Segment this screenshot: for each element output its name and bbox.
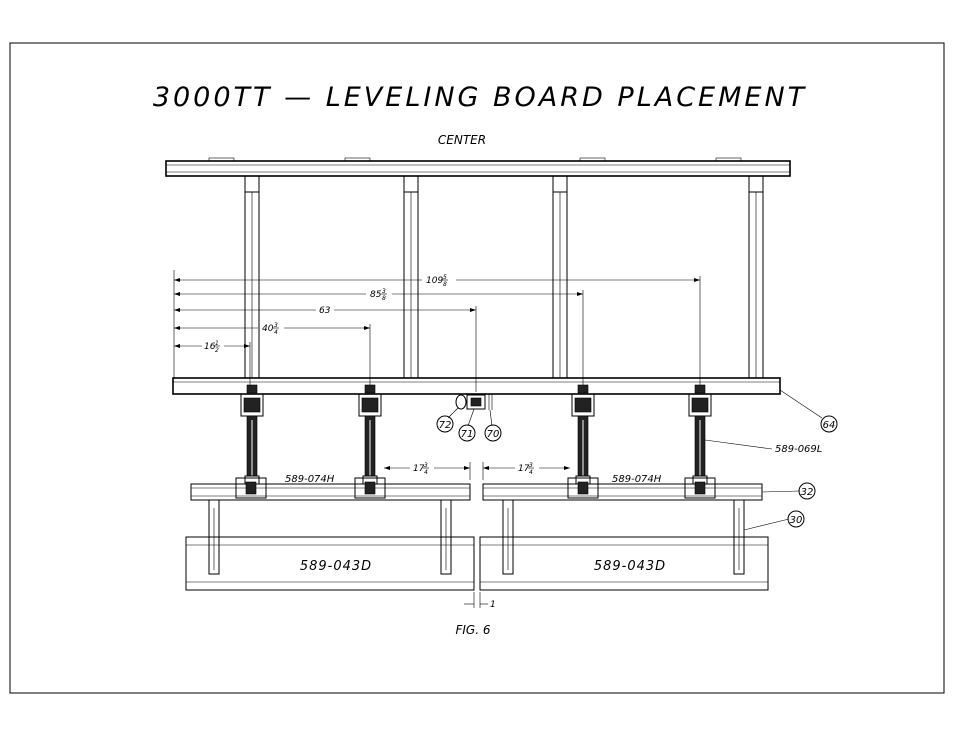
svg-text:85: 85 — [370, 290, 382, 300]
center-label: CENTER — [438, 133, 486, 147]
svg-text:4: 4 — [274, 329, 278, 336]
svg-text:71: 71 — [461, 429, 474, 440]
svg-text:4: 4 — [424, 469, 428, 476]
board-right-part-number: 589-043D — [594, 559, 666, 574]
rail-right — [483, 484, 762, 500]
svg-text:8: 8 — [382, 295, 386, 302]
svg-text:72: 72 — [439, 420, 452, 431]
dimension-85: 85 3 8 — [370, 288, 387, 302]
support-posts — [245, 176, 763, 378]
svg-text:16: 16 — [204, 342, 216, 352]
svg-text:109: 109 — [426, 276, 443, 286]
callout-32: 32 — [762, 483, 815, 499]
leveling-beam — [173, 378, 780, 394]
dimension-16: 16 1 2 — [204, 340, 220, 354]
callout-64: 64 — [780, 390, 837, 432]
svg-text:17: 17 — [413, 464, 425, 474]
svg-text:17: 17 — [518, 464, 530, 474]
rail-right-part-number: 589-074H — [612, 474, 662, 485]
callout-71: 71 — [459, 409, 475, 441]
dimension-17-left: 17 3 4 — [384, 462, 470, 480]
callout-70: 70 — [485, 410, 501, 441]
drawing-title: 3000TT — LEVELING BOARD PLACEMENT — [153, 82, 807, 113]
center-bracket — [456, 394, 492, 410]
callout-30: 30 — [744, 511, 804, 530]
svg-text:4: 4 — [529, 469, 533, 476]
figure-label: FIG. 6 — [455, 623, 490, 637]
dimension-109: 109 5 8 — [426, 274, 448, 288]
top-beam — [166, 158, 790, 176]
gap-dimension: 1 — [464, 592, 496, 610]
jack-assembly-4 — [689, 385, 711, 484]
rail-left-part-number: 589-074H — [285, 474, 335, 485]
jack-assembly-3 — [572, 385, 594, 484]
jack-assembly-2 — [359, 385, 381, 484]
svg-text:40: 40 — [262, 324, 274, 334]
callout-jack-part-number: 589-069L — [705, 440, 822, 455]
svg-text:30: 30 — [790, 515, 803, 526]
svg-text:1: 1 — [490, 600, 496, 610]
dimension-40: 40 3 4 — [262, 322, 279, 336]
callout-72: 72 — [437, 408, 458, 432]
svg-text:8: 8 — [443, 281, 447, 288]
dimension-lines — [174, 270, 700, 392]
svg-text:2: 2 — [215, 347, 219, 354]
rail-left — [191, 484, 470, 500]
dimension-63: 63 — [319, 306, 331, 316]
dimension-17-right: 17 3 4 — [483, 462, 570, 480]
jack-assembly-1 — [241, 385, 263, 484]
svg-text:589-069L: 589-069L — [775, 444, 822, 455]
svg-text:64: 64 — [823, 420, 836, 431]
svg-text:70: 70 — [487, 429, 500, 440]
svg-text:32: 32 — [801, 487, 814, 498]
board-left-part-number: 589-043D — [300, 559, 372, 574]
